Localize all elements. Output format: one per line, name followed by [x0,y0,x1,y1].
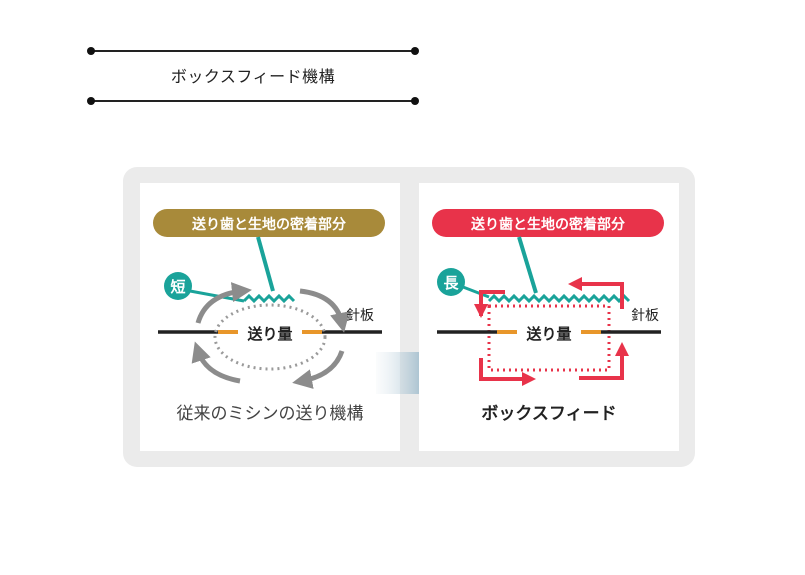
motion-arrow [299,288,350,333]
needle-plate-label: 針板 [631,308,659,324]
section-heading: ボックスフィード機構 [87,44,419,106]
heading-rule-bottom [90,100,416,102]
rule-dot [87,97,95,105]
dotted-ellipse-path [213,303,327,371]
panel-caption: ボックスフィード [481,404,616,424]
pointer-line [517,236,538,294]
motion-arrow [191,341,241,384]
feed-amount-label: 送り量 [246,325,292,343]
badge-long: 長 [443,274,459,292]
motion-arrow [579,356,624,380]
motion-arrow [292,350,345,389]
comparison-frame: 送り歯と生地の密着部分 短 送り量 針板 従来のミシンの送 [123,167,695,467]
needle-plate-label: 針板 [346,308,374,324]
box-feed-panel: 送り歯と生地の密着部分 長 送り量 [419,183,679,451]
contact-label: 送り歯と生地の密着部分 [470,216,625,233]
box-feed-diagram: 送り歯と生地の密着部分 長 送り量 [432,209,664,424]
badge-circle [437,268,465,296]
page-title: ボックスフィード機構 [170,67,336,86]
feed-dog-teeth [487,293,631,304]
feed-dog-teeth [242,293,296,304]
contact-label: 送り歯と生地の密着部分 [191,216,346,233]
contact-label-pill [153,209,385,237]
conventional-feed-diagram: 送り歯と生地の密着部分 短 送り量 針板 従来のミシンの送 [153,209,385,424]
badge-pointer [462,285,490,299]
rule-dot [87,47,95,55]
heading-rule-top [90,50,416,52]
dotted-box-path [487,304,611,372]
conventional-feed-panel: 送り歯と生地の密着部分 短 送り量 針板 従来のミシンの送 [140,183,400,451]
rule-dot [411,97,419,105]
panel-caption: 従来のミシンの送り機構 [177,404,364,424]
badge-circle [164,272,192,300]
pointer-line [256,236,275,292]
feed-amount-label: 送り量 [525,325,571,343]
motion-arrow [195,282,252,324]
contact-label-pill [432,209,664,237]
badge-short: 短 [170,278,185,296]
rule-dot [411,47,419,55]
